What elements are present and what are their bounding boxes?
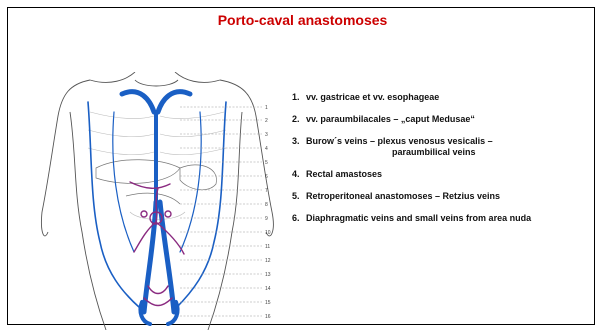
item-number: 4. [292, 169, 300, 180]
callout-number: 12 [265, 258, 271, 264]
item-number: 1. [292, 92, 300, 103]
item-text: Retroperitoneal anastomoses – Retzius ve… [306, 191, 500, 201]
item-continuation: paraumbilical veins [306, 147, 592, 158]
list-item: 2. vv. paraumbilacales – „caput Medusae“ [292, 114, 592, 125]
item-text: Rectal amastoses [306, 169, 382, 179]
callout-leaders [180, 107, 262, 316]
callout-numbers: 1 2 3 4 5 6 7 8 9 10 11 12 13 14 15 16 [265, 105, 271, 320]
callout-number: 3 [265, 132, 268, 138]
list-item: 6. Diaphragmatic veins and small veins f… [292, 213, 592, 224]
item-text: Diaphragmatic veins and small veins from… [306, 213, 531, 223]
callout-number: 11 [265, 244, 270, 250]
list-item: 5. Retroperitoneal anastomoses – Retzius… [292, 191, 592, 202]
torso-venous-anatomy-illustration: 1 2 3 4 5 6 7 8 9 10 11 12 13 14 15 16 [30, 72, 285, 330]
callout-number: 2 [265, 118, 268, 124]
callout-number: 13 [265, 272, 271, 278]
item-number: 3. [292, 136, 300, 147]
callout-number: 7 [265, 188, 268, 194]
item-number: 6. [292, 213, 300, 224]
callout-number: 10 [265, 230, 271, 236]
item-number: 5. [292, 191, 300, 202]
callout-number: 1 [265, 105, 268, 111]
slide-title: Porto-caval anastomoses [0, 12, 605, 28]
anastomoses-list: 1. vv. gastricae et vv. esophageae 2. vv… [292, 92, 592, 235]
callout-number: 9 [265, 216, 268, 222]
item-text: vv. gastricae et vv. esophageae [306, 92, 439, 102]
callout-number: 6 [265, 174, 268, 180]
list-item: 1. vv. gastricae et vv. esophageae [292, 92, 592, 103]
callout-number: 8 [265, 202, 268, 208]
item-text: vv. paraumbilacales – „caput Medusae“ [306, 114, 475, 124]
callout-number: 4 [265, 146, 268, 152]
item-number: 2. [292, 114, 300, 125]
list-item: 4. Rectal amastoses [292, 169, 592, 180]
callout-number: 14 [265, 286, 271, 292]
callout-number: 16 [265, 314, 271, 320]
callout-number: 5 [265, 160, 268, 166]
list-item: 3. Burow´s veins – plexus venosus vesica… [292, 136, 592, 158]
callout-number: 15 [265, 300, 271, 306]
item-text: Burow´s veins – plexus venosus vesicalis… [306, 136, 493, 146]
